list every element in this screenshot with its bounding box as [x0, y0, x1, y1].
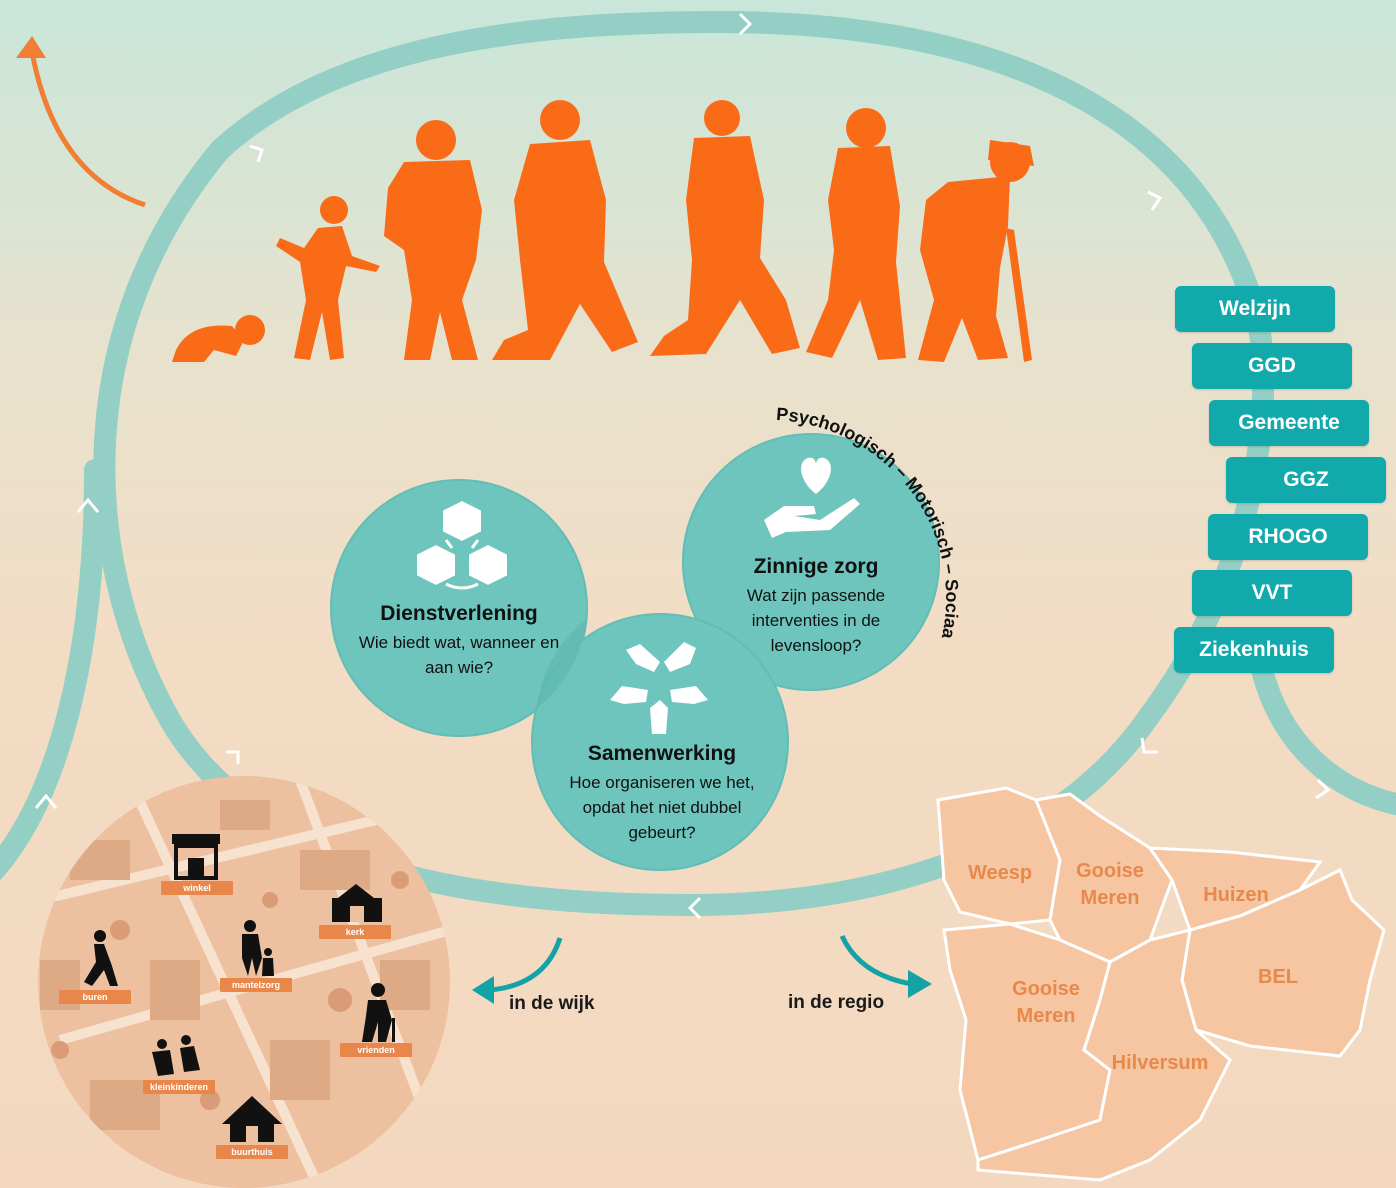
- circle-samenwerking: [531, 613, 789, 871]
- elderly-with-cane-icon: [362, 983, 395, 1042]
- tag-buren: buren: [59, 990, 131, 1004]
- regio-arrow: [839, 934, 932, 998]
- joined-hands-icon: [610, 642, 708, 734]
- zinnige-zorg-desc: Wat zijn passende interventies in de lev…: [746, 586, 886, 655]
- elderly-with-cane-silhouette: [918, 140, 1034, 362]
- heart-hand-icon: [764, 457, 860, 538]
- tag-mantelzorg: mantelzorg: [220, 978, 292, 992]
- label-weesp: Weesp: [967, 862, 1033, 884]
- dienstverlening-title: Dienstverlening: [380, 602, 538, 625]
- loop-direction-chevrons: [34, 12, 1331, 920]
- samenwerking-text: Samenwerking Hoe organiseren we het, opd…: [552, 742, 772, 845]
- adult-with-child-icon: [242, 920, 274, 976]
- tag-buurthuis: buurthuis: [216, 1145, 288, 1159]
- circle-dienstverlening: [330, 479, 588, 737]
- region-hilversum: [976, 927, 1232, 1182]
- cubes-icon: [415, 498, 509, 590]
- label-hilversum: Hilversum: [1111, 1052, 1209, 1074]
- tag-kerk: kerk: [319, 925, 391, 939]
- zinnige-zorg-title: Zinnige zorg: [753, 555, 879, 578]
- zinnige-zorg-text: Zinnige zorg Wat zijn passende intervent…: [736, 555, 896, 658]
- orange-cycle-arrow: [16, 36, 146, 208]
- org-gemeente: Gemeente: [1209, 400, 1369, 446]
- region-map: [936, 786, 1386, 1182]
- adult-walking-silhouette: [650, 100, 800, 356]
- dienstverlening-text: Dienstverlening Wie biedt wat, wanneer e…: [349, 602, 569, 680]
- samenwerking-desc: Hoe organiseren we het, opdat het niet d…: [569, 773, 755, 842]
- circle-zinnige-zorg: [682, 433, 940, 691]
- children-playing-icon: [152, 1035, 200, 1076]
- tag-vrienden: vrienden: [340, 1043, 412, 1057]
- org-ggd: GGD: [1192, 343, 1352, 389]
- church-icon: [332, 884, 382, 922]
- elderly-walking-silhouette: [806, 108, 906, 360]
- dienstverlening-desc: Wie biedt wat, wanneer en aan wie?: [358, 633, 560, 677]
- org-vvt: VVT: [1192, 570, 1352, 616]
- org-rhogo: RHOGO: [1208, 514, 1368, 560]
- walking-person-icon: [84, 930, 118, 986]
- shop-icon: [172, 834, 220, 880]
- label-bel: BEL: [1258, 966, 1298, 988]
- samenwerking-title: Samenwerking: [587, 742, 737, 765]
- lifecycle-loop: [0, 10, 1396, 917]
- child-silhouette: [276, 196, 380, 360]
- org-ggz: GGZ: [1226, 457, 1386, 503]
- regio-label: in de regio: [788, 992, 885, 1013]
- org-ziekenhuis: Ziekenhuis: [1174, 627, 1334, 673]
- focus-circles: [330, 433, 940, 871]
- baby-silhouette: [172, 315, 265, 362]
- wijk-label: in de wijk: [509, 993, 595, 1014]
- house-icon: [222, 1096, 282, 1142]
- teen-silhouette: [384, 120, 482, 360]
- wijk-arrow: [472, 937, 563, 1004]
- label-gooise-meren-south: Gooise Meren: [1012, 978, 1080, 1027]
- label-gooise-meren-north: Gooise Meren: [1076, 860, 1144, 909]
- label-huizen: Huizen: [1203, 884, 1269, 906]
- life-stages-silhouettes: [172, 100, 1034, 362]
- tag-kleinkinderen: kleinkinderen: [143, 1080, 215, 1094]
- org-welzijn: Welzijn: [1175, 286, 1335, 332]
- adult-with-phone-silhouette: [492, 100, 638, 360]
- tag-winkel: winkel: [161, 881, 233, 895]
